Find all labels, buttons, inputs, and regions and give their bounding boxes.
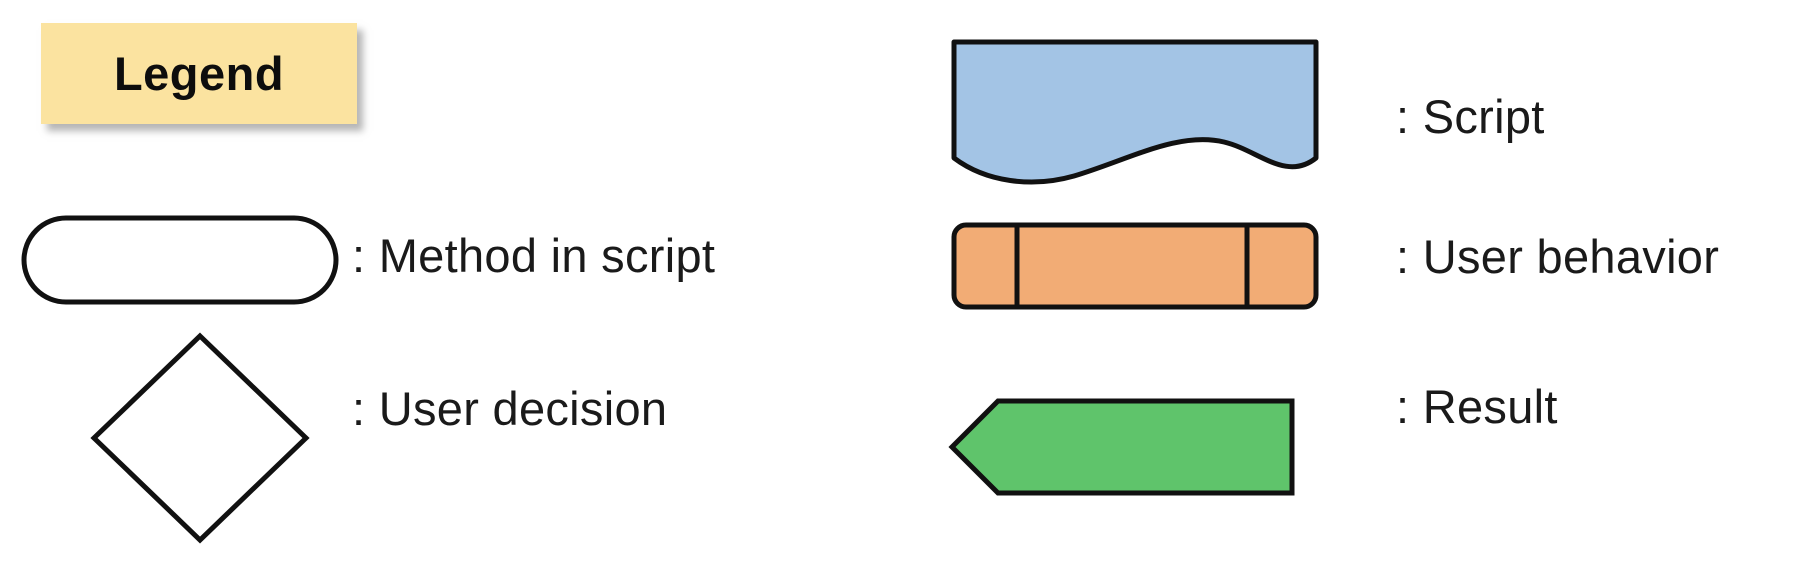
left-arrow-pentagon-glyph [948, 398, 1295, 496]
user-behavior-label: : User behavior [1396, 230, 1720, 283]
script-shape [946, 30, 1326, 190]
rounded-rectangle-glyph [21, 215, 339, 305]
method-in-script-shape [20, 214, 340, 306]
script-label: : Script [1396, 90, 1545, 143]
legend-title-text: Legend [113, 47, 285, 100]
result-shape [946, 392, 1306, 502]
document-wave-glyph [951, 39, 1319, 185]
result-label: : Result [1396, 380, 1558, 433]
predefined-process-glyph [951, 222, 1319, 310]
legend-title-box: Legend [41, 23, 357, 124]
diamond-glyph [90, 332, 310, 544]
user-decision-label: : User decision [352, 382, 668, 435]
user-behavior-shape [946, 216, 1326, 316]
method-in-script-label: : Method in script [352, 229, 716, 282]
user-decision-shape [88, 330, 312, 546]
